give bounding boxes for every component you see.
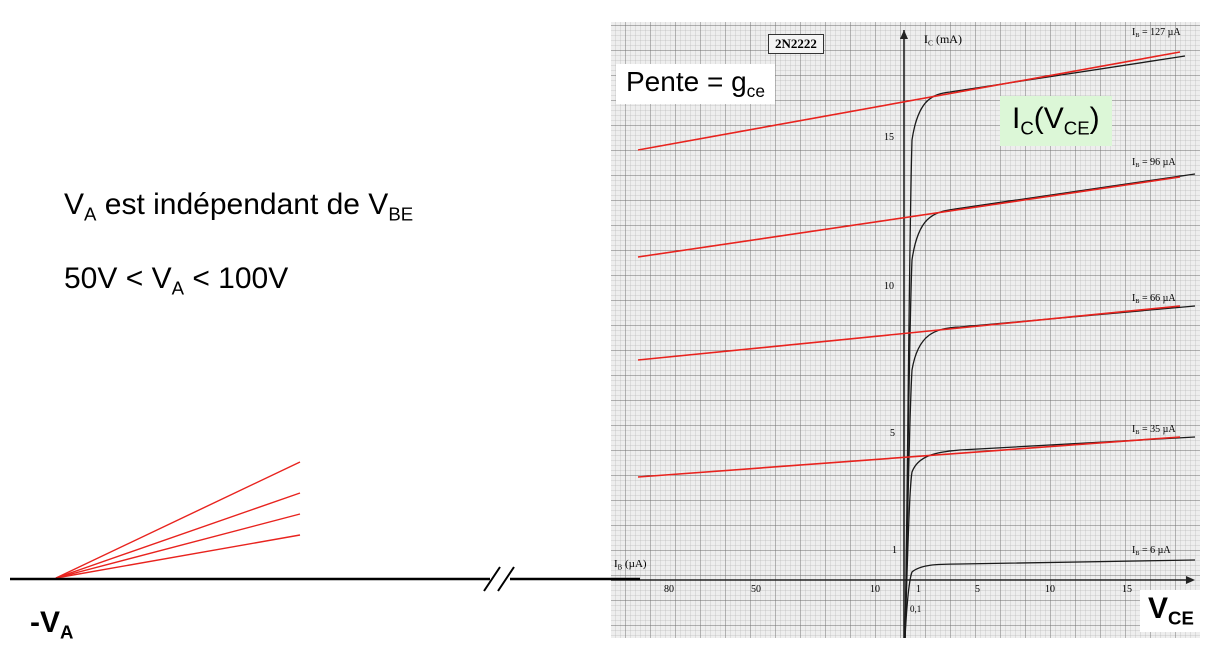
ic-vce-curves [904,55,1196,639]
tangent-lines [637,51,1181,478]
vce-tick-5: 5 [975,584,980,595]
ib-tick-50: 50 [751,584,761,595]
curve-label-ib-35: IB = 35 µA [1132,424,1176,437]
ic-tick-1: 1 [892,545,897,556]
tangent-line-35 [637,436,1181,478]
part-number-label: 2N2222 [775,36,817,51]
curve-label-ib-6: IB = 6 µA [1132,545,1171,558]
early-line-2 [55,492,301,579]
curve-label-ib-66: IB = 66 µA [1132,293,1176,306]
vce-tick-15: 15 [1122,584,1132,595]
vce-tick-small: 0,1 [910,604,922,614]
datasheet-graph [611,22,1200,639]
axis-break-mark [483,566,501,592]
ic-vce-label: IC(VCE) [1000,96,1112,146]
curve-label-ib-127: IB = 127 µA [1132,27,1181,40]
vce-axis-label: VCE [1140,590,1202,632]
slope-label: Pente = gce [616,64,775,105]
tangent-line-127 [637,51,1181,151]
early-voltage-lines [55,461,301,579]
ic-tick-5: 5 [890,428,895,439]
va-range-text: 50V < VA < 100V [64,262,289,299]
ib-axis-label: IB (µA) [614,558,647,572]
early-line-3 [55,513,301,579]
vce-tick-10: 10 [1045,584,1055,595]
ic-tick-15: 15 [884,132,894,143]
ib-tick-80: 80 [664,584,674,595]
tangent-line-66 [637,305,1181,361]
extended-vce-axis [10,566,640,592]
early-line-4 [55,534,301,579]
neg-va-label: -VA [30,606,74,643]
early-line-1 [55,461,301,579]
ic-tick-10: 10 [884,281,894,292]
ib-tick-10: 10 [870,584,880,595]
vce-tick-1: 1 [916,584,921,595]
tangent-line-96 [637,176,1181,258]
ic-axis-label: IC (mA) [924,32,962,48]
curve-label-ib-96: IB = 96 µA [1132,157,1176,170]
part-number-box: 2N2222 [768,34,824,54]
va-independent-text: VA est indépendant de VBE [64,188,414,225]
